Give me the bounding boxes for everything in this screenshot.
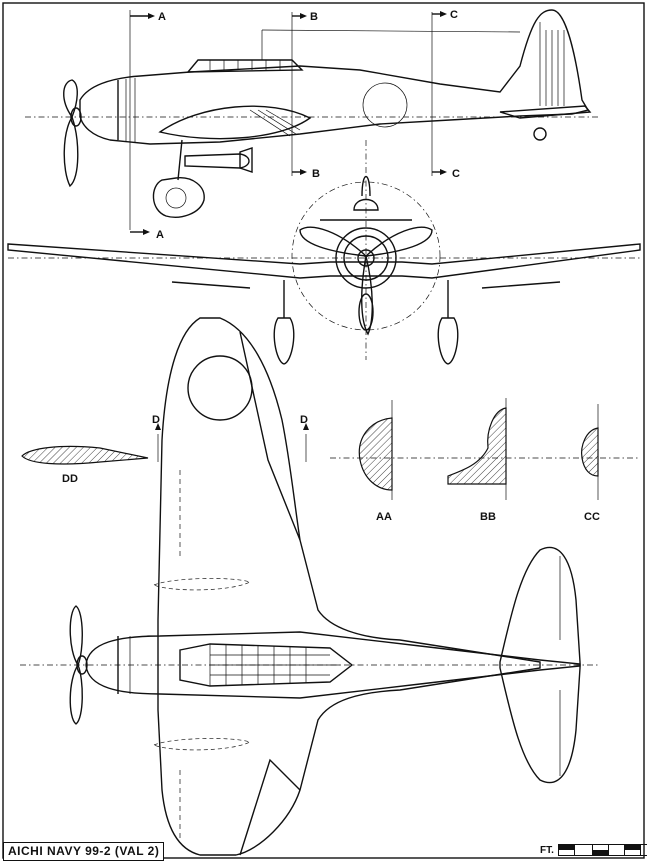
plan-view [20,317,600,856]
plan-roundel [187,355,253,421]
section-label-aa: AA [376,511,392,523]
wing-section-dd: DD D D [21,414,309,485]
scale-segment [592,845,609,855]
marker-c-bottom: C [452,168,460,180]
scale-segment [624,845,641,855]
front-view [7,140,641,365]
plan-canopy [179,643,354,687]
fuselage-sections: AA BB CC [330,398,640,523]
scale-segment [609,845,625,855]
section-label-dd: DD [62,473,78,485]
side-fuselage [79,9,590,145]
side-propeller [63,79,78,119]
side-wheel-spat [152,177,205,218]
front-propeller-disc [291,181,441,331]
plan-propeller [69,605,83,667]
scale-label: FT. [540,844,554,856]
section-label-bb: BB [480,511,496,523]
scale-segment [575,845,593,855]
front-cowling [335,227,397,289]
marker-b-top: B [310,11,318,23]
section-markers: A B C B C A [130,9,460,241]
scale-segments [557,844,647,856]
marker-d-left: D [152,414,160,426]
side-view [25,9,600,230]
section-bb [447,407,507,485]
scale-segment [558,845,575,855]
plan-tailplane [499,546,581,784]
marker-b-bottom: B [312,168,320,180]
marker-a-bottom: A [156,229,164,241]
front-wing [7,243,641,279]
plan-wing [157,317,541,856]
scale-segment [641,845,647,855]
marker-d-right: D [300,414,308,426]
side-roundel [362,82,408,128]
section-label-cc: CC [584,511,600,523]
side-canopy [186,59,304,73]
marker-a-top: A [158,11,166,23]
marker-c-top: C [450,9,458,21]
scale-bar: FT. [540,840,647,860]
title-block: AICHI NAVY 99-2 (VAL 2) [3,842,165,861]
section-aa [358,417,393,491]
section-cc [581,427,599,477]
